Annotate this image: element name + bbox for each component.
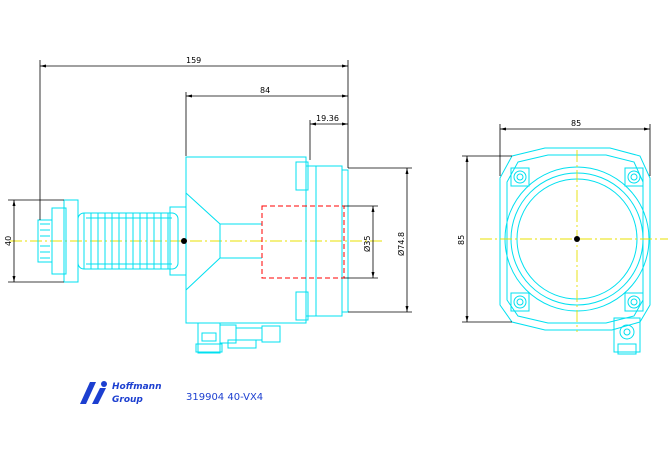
- front-dimensions: 85 85: [457, 119, 651, 323]
- dim-height-left: 40: [4, 236, 13, 246]
- front-coolant-port: [613, 317, 641, 355]
- dim-body-length: 84: [260, 86, 270, 95]
- side-center-mark: [181, 238, 187, 244]
- dim-flange-offset: 19.36: [316, 114, 339, 123]
- bolt-holes: [510, 167, 644, 312]
- part-code: 319904 40-VX4: [186, 392, 263, 403]
- logo-line1: Hoffmann: [112, 382, 161, 392]
- logo-line2: Group: [112, 395, 143, 405]
- dim-face-height: 85: [457, 235, 466, 245]
- hoffmann-logo: Hoffmann Group: [80, 381, 161, 405]
- side-dimensions: 159 84 19.36 40 Ø35 Ø74.8: [4, 56, 412, 313]
- bellows: [77, 212, 179, 270]
- front-center-mark: [574, 236, 580, 242]
- front-view: [480, 147, 668, 355]
- coolant-fittings: [195, 322, 281, 354]
- dim-face-width: 85: [571, 119, 581, 128]
- rear-housing: [51, 207, 67, 275]
- dim-flange-diameter: Ø74.8: [396, 232, 406, 256]
- hidden-bore: [261, 205, 345, 279]
- dim-overall-length: 159: [186, 56, 201, 65]
- flange-face: [341, 169, 349, 313]
- brand-block: Hoffmann Group 319904 40-VX4: [80, 381, 263, 405]
- body-taper: [185, 192, 221, 291]
- dim-bore-diameter: Ø35: [362, 236, 372, 252]
- side-view: [10, 156, 385, 354]
- main-body: [185, 156, 307, 324]
